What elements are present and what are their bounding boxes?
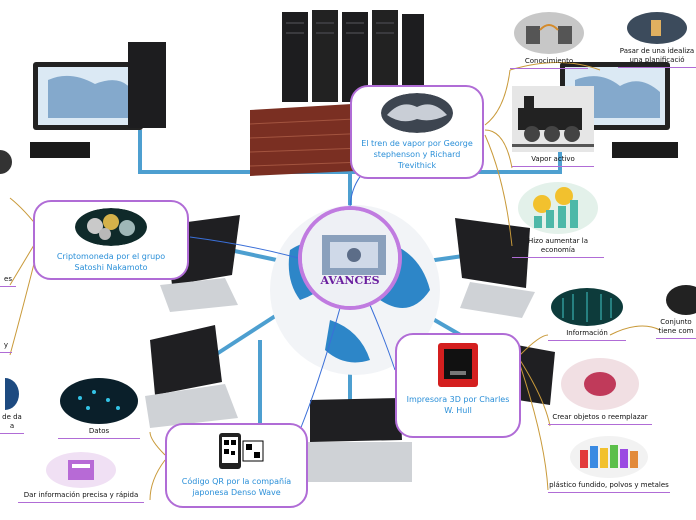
materials-image — [570, 436, 648, 478]
node-3d-printer[interactable]: Impresora 3D por Charles W. Hull — [395, 333, 521, 438]
leaf-edge-da[interactable]: de da a — [0, 378, 24, 434]
printed-object-image — [561, 358, 639, 410]
info-delivery-image — [46, 452, 116, 488]
data-image — [60, 378, 138, 424]
steam-train-image — [381, 93, 453, 133]
node-steam-train[interactable]: El tren de vapor por George stephenson y… — [350, 85, 484, 179]
leaf-edge-es[interactable]: es — [0, 272, 16, 287]
leaf-economia[interactable]: Hizo aumentar la economía — [512, 182, 604, 258]
planning-image — [627, 12, 687, 44]
idea-image — [514, 12, 584, 54]
coins-image — [75, 208, 147, 246]
locomotive-image — [512, 86, 594, 152]
node-label: Impresora 3D por Charles W. Hull — [397, 394, 519, 416]
node-label: Código QR por la compañía japonesa Denso… — [167, 476, 306, 498]
leaf-informacion[interactable]: Información — [548, 288, 626, 341]
node-cryptocurrency[interactable]: Criptomoneda por el grupo Satoshi Nakamo… — [33, 200, 189, 280]
leaf-edge-y[interactable]: y — [0, 338, 12, 353]
center-node[interactable] — [298, 206, 402, 310]
leaf-vapor-activo[interactable]: Vapor activo — [512, 86, 594, 167]
leaf-crear-objetos[interactable]: Crear objetos o reemplazar — [548, 358, 652, 425]
printer-image — [436, 341, 480, 389]
leaf-datos[interactable]: Datos — [58, 378, 140, 439]
information-image — [551, 288, 623, 326]
node-label: El tren de vapor por George stephenson y… — [352, 138, 482, 171]
qr-phone-image — [207, 431, 267, 471]
leaf-conjunto[interactable]: Conjunto tiene com — [656, 285, 696, 339]
leaf-dar-informacion[interactable]: Dar información precisa y rápida — [18, 452, 144, 503]
center-title: AVANCES — [298, 274, 402, 287]
node-qr-code[interactable]: Código QR por la compañía japonesa Denso… — [165, 423, 308, 508]
node-label: Criptomoneda por el grupo Satoshi Nakamo… — [35, 251, 187, 273]
leaf-conocimiento[interactable]: Conocimiento — [510, 12, 588, 69]
economy-image — [518, 182, 598, 234]
leaf-plastico[interactable]: plástico fundido, polvos y metales — [548, 436, 670, 493]
leaf-edge-top[interactable] — [0, 150, 14, 174]
set-image — [656, 285, 696, 315]
leaf-idealizacion[interactable]: Pasar de una idealiza una planificació — [618, 12, 696, 68]
